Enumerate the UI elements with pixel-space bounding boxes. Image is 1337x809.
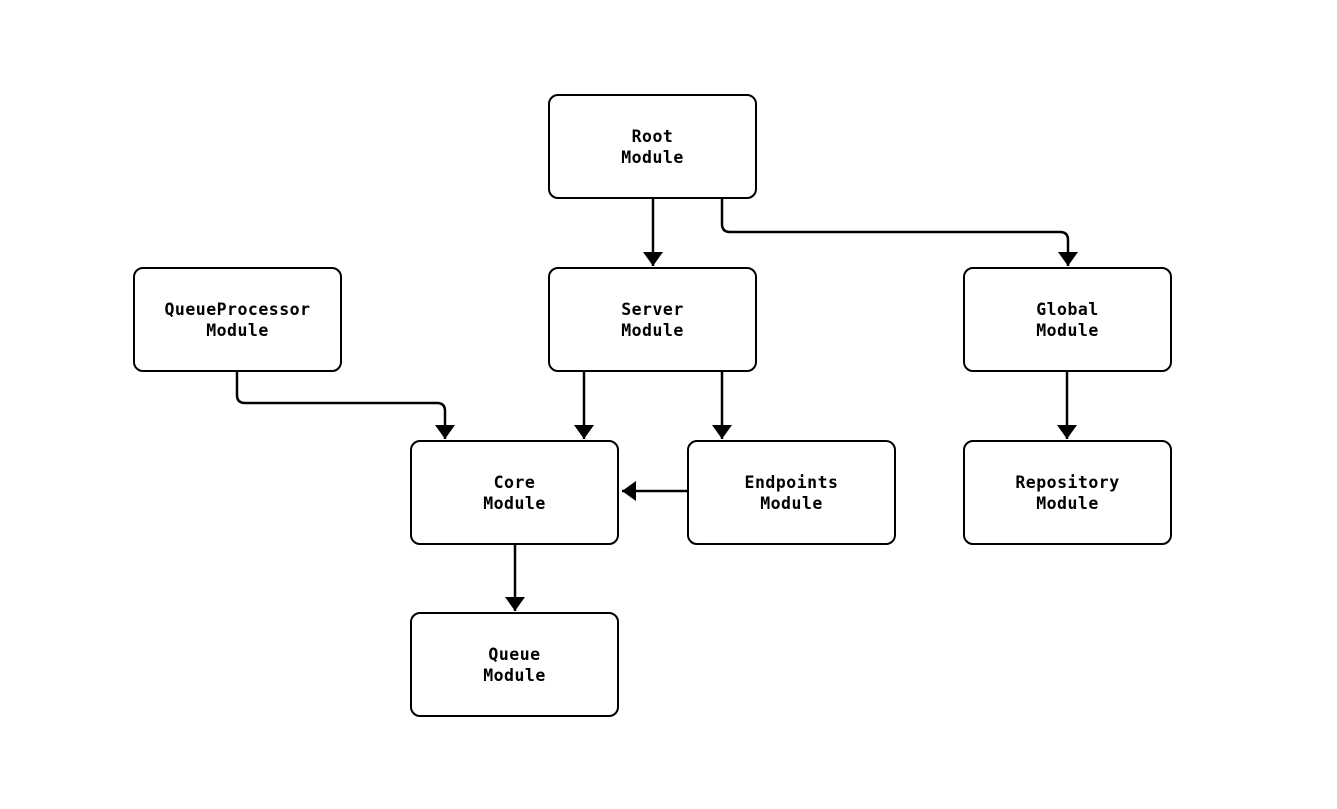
node-repository-module[interactable]: Repository Module <box>963 440 1172 545</box>
node-global-module[interactable]: Global Module <box>963 267 1172 372</box>
node-queueprocessor-module[interactable]: QueueProcessor Module <box>133 267 342 372</box>
node-root-module[interactable]: Root Module <box>548 94 757 199</box>
node-queue-module[interactable]: Queue Module <box>410 612 619 717</box>
node-endpoints-module-label: Endpoints Module <box>744 472 839 513</box>
node-core-module[interactable]: Core Module <box>410 440 619 545</box>
edge-queueprocessor-to-core <box>235 372 455 439</box>
node-queue-module-label: Queue Module <box>483 644 546 685</box>
node-repository-module-label: Repository Module <box>1015 472 1120 513</box>
node-server-module-label: Server Module <box>621 299 684 340</box>
node-endpoints-module[interactable]: Endpoints Module <box>687 440 896 545</box>
node-server-module[interactable]: Server Module <box>548 267 757 372</box>
node-queueprocessor-module-label: QueueProcessor Module <box>164 299 311 340</box>
node-root-module-label: Root Module <box>621 126 684 167</box>
node-core-module-label: Core Module <box>483 472 546 513</box>
node-global-module-label: Global Module <box>1036 299 1099 340</box>
edge-root-to-global <box>720 198 1078 266</box>
